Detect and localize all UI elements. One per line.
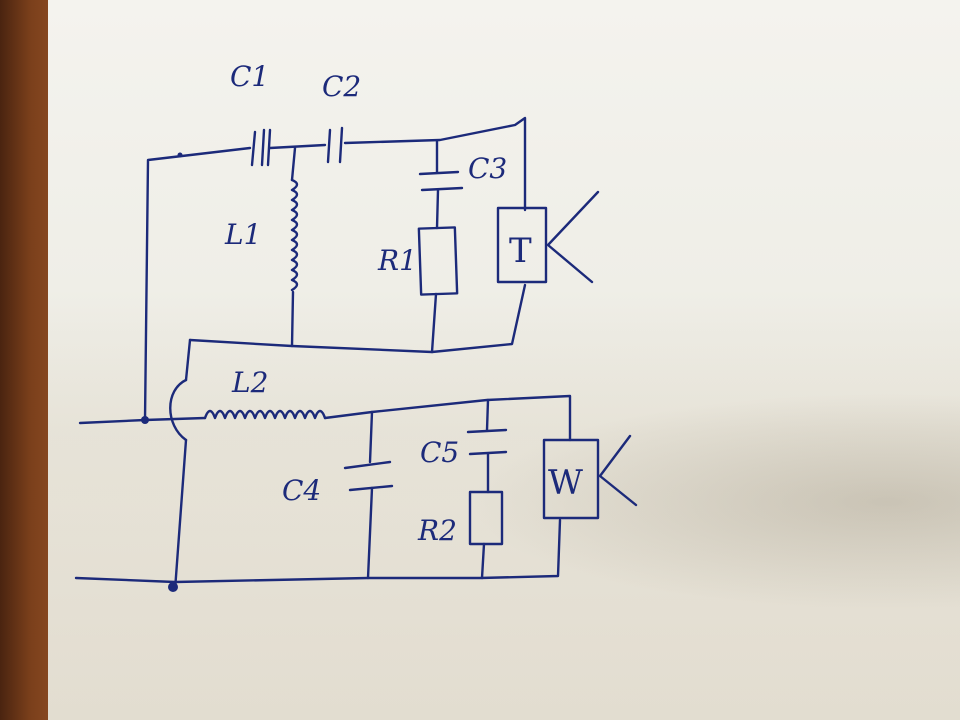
wire-c1-c2 <box>268 143 327 150</box>
resistor-r2 <box>468 490 504 546</box>
wire-top-right <box>343 116 527 212</box>
label-l1: L1 <box>224 218 261 251</box>
wire-c5-top <box>485 398 490 432</box>
junction-dot-3 <box>177 152 183 158</box>
w-antenna <box>598 434 638 507</box>
label-c2: C2 <box>322 70 361 103</box>
wire-crossing-bump <box>169 378 188 442</box>
paper-shadow <box>48 300 960 720</box>
inductor-l1 <box>290 178 299 292</box>
box-t <box>496 206 548 284</box>
label-c3: C3 <box>468 152 507 185</box>
paper-sheet <box>48 0 960 720</box>
label-l2: L2 <box>231 366 268 399</box>
capacitor-c5 <box>466 428 508 456</box>
label-c1: C1 <box>230 60 269 93</box>
wire-r1-bottom <box>430 292 438 354</box>
junction-dot-2 <box>168 582 178 592</box>
wire-lower-left <box>173 438 188 592</box>
box-w <box>542 438 600 520</box>
wire-c3-r1 <box>435 188 440 230</box>
wire-l1-top <box>290 146 297 182</box>
wire-l1-bottom <box>290 290 295 348</box>
label-t: T <box>509 231 532 271</box>
capacitor-c4 <box>343 460 394 492</box>
junction-dot-1 <box>141 416 149 424</box>
label-c5: C5 <box>420 436 459 469</box>
wire-c4-bottom <box>366 486 374 580</box>
label-r2: R2 <box>417 514 457 547</box>
capacitor-c3 <box>418 170 464 192</box>
capacitor-c2 <box>326 126 344 164</box>
inductor-l2 <box>203 409 327 420</box>
wire-input-bottom <box>74 518 562 584</box>
label-c4: C4 <box>282 474 321 507</box>
wire-r2-bottom <box>480 542 486 580</box>
resistor-r1 <box>417 226 459 296</box>
wire-bottom-upper <box>188 283 527 354</box>
label-w: W <box>548 463 583 503</box>
wire-upper-drop <box>184 338 192 382</box>
t-antenna <box>546 190 600 284</box>
label-r1: R1 <box>377 244 417 277</box>
wire-c4-top <box>368 410 374 464</box>
wire-top-left <box>143 146 252 422</box>
wire-l2-right <box>323 394 572 442</box>
capacitor-c1 <box>250 128 272 167</box>
